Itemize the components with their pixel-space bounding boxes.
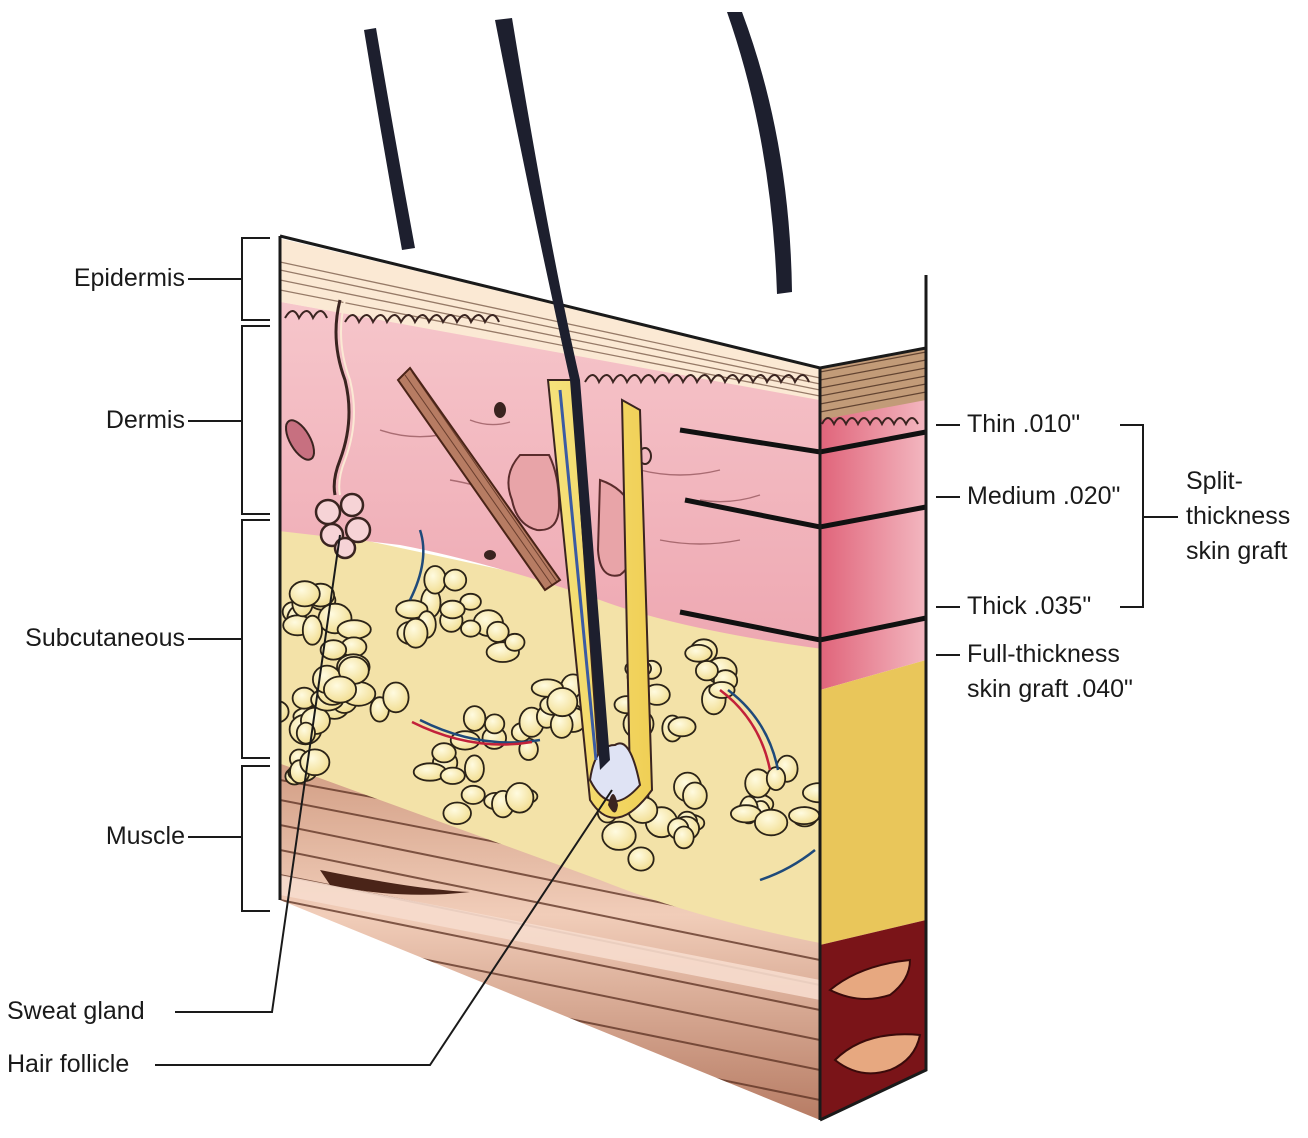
fat-cell (280, 699, 290, 724)
hair-shafts (364, 12, 792, 770)
fat-cell (382, 681, 410, 714)
fat-cell (667, 716, 697, 738)
muscle-fascia-band (280, 875, 820, 1000)
label-thick-graft: Thick .035" (967, 592, 1092, 620)
hair-shaft-center (495, 18, 610, 770)
dermal-papillae (284, 310, 810, 385)
epidermis-strata (280, 261, 820, 397)
fat-cell (403, 617, 429, 649)
dermal-vessel (494, 402, 506, 418)
label-split-line3: skin graft (1186, 537, 1288, 565)
fat-cell (336, 619, 372, 640)
fat-cell (460, 784, 486, 805)
fat-vessels (408, 529, 816, 882)
side-papillae (821, 417, 919, 427)
front-face (280, 236, 820, 1120)
label-subcutaneous: Subcutaneous (25, 624, 185, 652)
fat-cell (463, 754, 485, 783)
fat-cell (627, 846, 655, 872)
fat-cell (788, 806, 820, 825)
fat-cell (483, 713, 506, 735)
fat-cell (322, 675, 357, 704)
structure-leader-lines (155, 534, 613, 1066)
fat-cell (443, 568, 468, 592)
label-hair-follicle: Hair follicle (7, 1050, 130, 1078)
hair-shaft-right (727, 12, 792, 294)
fat-cell (505, 782, 535, 814)
fat-cell (431, 742, 457, 764)
fat-cell (695, 660, 719, 682)
fat-cell (504, 632, 526, 652)
muscle-fascia-band-2 (320, 870, 470, 895)
dermal-vessel (484, 550, 496, 560)
label-sweat-gland: Sweat gland (7, 997, 145, 1025)
fat-cell (319, 639, 348, 661)
fat-cells (280, 565, 820, 872)
fat-cell (301, 614, 323, 646)
hair-shaft-left (364, 28, 415, 250)
fat-cell (423, 565, 447, 595)
fat-cell (753, 808, 789, 837)
label-full-thickness-line2: skin graft .040" (967, 675, 1133, 703)
fat-cell (546, 687, 579, 718)
label-medium-graft: Medium .020" (967, 482, 1121, 510)
label-dermis: Dermis (105, 406, 185, 434)
sweat-gland-coil (314, 492, 372, 560)
fat-cell (462, 705, 487, 732)
label-full-thickness-line1: Full-thickness (967, 640, 1120, 668)
dermal-vessel (285, 419, 315, 461)
fat-cell (439, 599, 466, 620)
block-outline (278, 234, 928, 1122)
fat-cell (439, 766, 466, 785)
sweat-gland-duct-inner (338, 299, 355, 496)
side-muscle-bundles (828, 958, 922, 1075)
label-split-line1: Split- (1186, 467, 1243, 495)
fat-cell (395, 599, 429, 620)
layer-brackets (188, 237, 270, 912)
fat-cell (684, 643, 713, 663)
label-split-line2: thickness (1186, 502, 1291, 530)
graft-leader-lines (936, 424, 1178, 656)
fat-cell (442, 801, 472, 826)
fat-cell (682, 781, 708, 810)
fat-cell (601, 820, 637, 851)
fat-cell (288, 580, 321, 608)
fat-cell (299, 748, 331, 777)
fat-cell (486, 620, 510, 643)
fat-cell (673, 825, 695, 850)
label-epidermis: Epidermis (73, 264, 185, 292)
label-thin-graft: Thin .010" (967, 410, 1081, 438)
sweat-gland-duct (332, 299, 351, 496)
fat-cell (460, 619, 482, 638)
fat-cell (765, 766, 787, 791)
label-muscle: Muscle (105, 822, 185, 850)
side-face (820, 348, 926, 1120)
hair-shaft-highlight (558, 389, 598, 761)
hair-papilla (608, 794, 618, 813)
epidermis-layer (280, 236, 820, 402)
